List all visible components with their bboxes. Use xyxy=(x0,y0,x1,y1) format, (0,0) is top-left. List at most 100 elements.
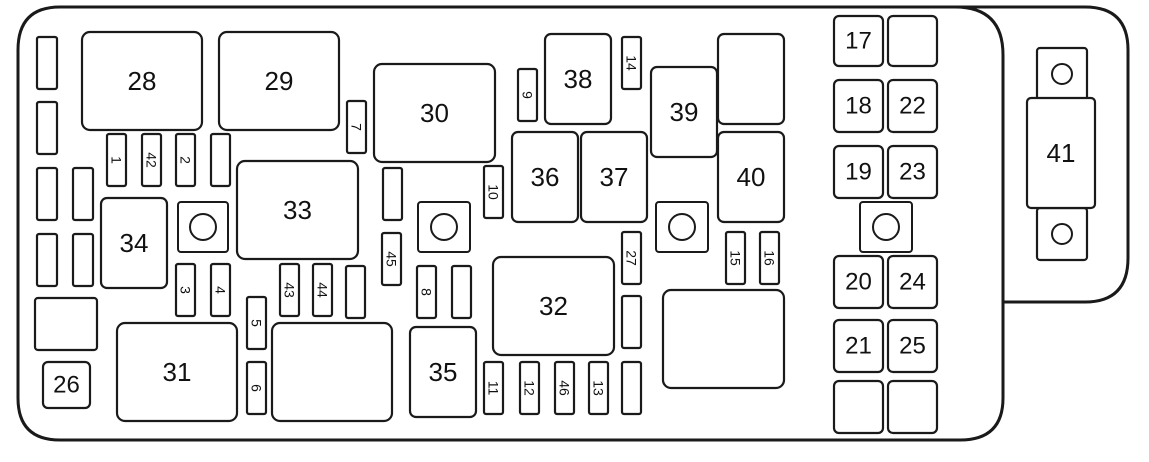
component-12: 12 xyxy=(518,360,541,416)
fuse-box-divider xyxy=(954,5,1005,302)
component-label: 35 xyxy=(429,357,458,387)
component-22: 22 xyxy=(886,78,939,134)
component-box xyxy=(408,325,478,419)
empty-relay-slot xyxy=(716,32,786,126)
component-box xyxy=(518,360,541,416)
component-label: 26 xyxy=(53,372,80,399)
component-label: 38 xyxy=(564,64,593,94)
component-27: 27 xyxy=(620,230,643,286)
component-label: 24 xyxy=(899,269,926,296)
component-45: 45 xyxy=(380,231,403,287)
empty-relay-slot xyxy=(270,321,394,423)
component-4: 4 xyxy=(209,262,232,318)
empty-slot xyxy=(71,232,95,288)
component-41: 41 xyxy=(1025,96,1097,210)
component-box xyxy=(886,318,939,374)
component-label: 10 xyxy=(486,184,502,200)
stud-icon xyxy=(417,201,471,253)
component-label: 21 xyxy=(845,333,872,360)
component-label: 19 xyxy=(845,159,872,186)
component-label: 33 xyxy=(283,195,312,225)
component-label: 16 xyxy=(762,250,778,266)
component-7: 7 xyxy=(345,99,368,155)
component-label: 14 xyxy=(624,55,640,71)
empty-slot xyxy=(620,294,643,350)
component-36: 36 xyxy=(510,130,580,224)
component-box xyxy=(209,262,232,318)
empty-slot xyxy=(35,100,59,156)
component-box xyxy=(832,144,885,200)
component-8: 8 xyxy=(415,264,438,320)
component-box xyxy=(115,321,239,423)
component-label: 45 xyxy=(384,251,400,267)
component-label: 13 xyxy=(591,380,607,396)
empty-slot xyxy=(71,166,95,222)
component-box xyxy=(832,14,885,68)
component-box xyxy=(543,32,613,126)
component-label: 11 xyxy=(486,381,502,396)
component-label: 42 xyxy=(144,152,160,168)
empty-slot xyxy=(450,264,473,320)
component-box xyxy=(380,231,403,287)
component-box xyxy=(886,144,939,200)
component-11: 11 xyxy=(482,360,505,416)
component-box xyxy=(345,99,368,155)
component-box xyxy=(758,230,781,286)
component-label: 37 xyxy=(600,162,629,192)
component-box xyxy=(832,254,885,310)
component-label: 18 xyxy=(845,93,872,120)
component-box xyxy=(553,360,576,416)
component-label: 3 xyxy=(178,286,194,294)
component-label: 40 xyxy=(737,162,766,192)
component-box xyxy=(235,159,360,261)
component-box xyxy=(516,67,539,123)
empty-slot xyxy=(35,166,59,222)
component-35: 35 xyxy=(408,325,478,419)
component-label: 2 xyxy=(178,156,194,164)
component-box xyxy=(886,78,939,134)
component-box xyxy=(620,35,643,91)
component-box xyxy=(482,164,505,220)
component-3: 3 xyxy=(174,262,197,318)
component-14: 14 xyxy=(620,35,643,91)
stud-icon xyxy=(177,201,229,253)
empty-fuse-slot xyxy=(886,379,939,435)
component-label: 9 xyxy=(520,91,536,99)
component-box xyxy=(245,295,268,351)
empty-slot xyxy=(344,264,367,320)
component-25: 25 xyxy=(886,318,939,374)
component-label: 15 xyxy=(728,250,744,266)
empty-fuse-slot xyxy=(832,379,885,435)
component-34: 34 xyxy=(99,196,169,290)
component-label: 6 xyxy=(249,384,265,392)
empty-relay-slot xyxy=(661,288,786,390)
component-30: 30 xyxy=(372,62,497,164)
component-box xyxy=(579,130,649,224)
component-box xyxy=(174,262,197,318)
component-box xyxy=(278,262,301,318)
component-box xyxy=(41,360,92,410)
component-26: 26 xyxy=(41,360,92,410)
component-box xyxy=(724,230,747,286)
component-label: 29 xyxy=(265,66,294,96)
component-box xyxy=(832,318,885,374)
component-38: 38 xyxy=(543,32,613,126)
component-label: 12 xyxy=(522,380,538,396)
component-31: 31 xyxy=(115,321,239,423)
component-24: 24 xyxy=(886,254,939,310)
component-box xyxy=(620,230,643,286)
component-label: 43 xyxy=(282,282,298,298)
component-box xyxy=(491,255,616,357)
component-19: 19 xyxy=(832,144,885,200)
component-box xyxy=(649,65,719,159)
component-box xyxy=(80,30,204,132)
component-label: 4 xyxy=(213,286,229,294)
component-44: 44 xyxy=(311,262,334,318)
empty-slot xyxy=(209,132,232,188)
component-box xyxy=(716,130,786,224)
component-box xyxy=(105,132,128,188)
component-label: 22 xyxy=(899,93,926,120)
component-box xyxy=(311,262,334,318)
